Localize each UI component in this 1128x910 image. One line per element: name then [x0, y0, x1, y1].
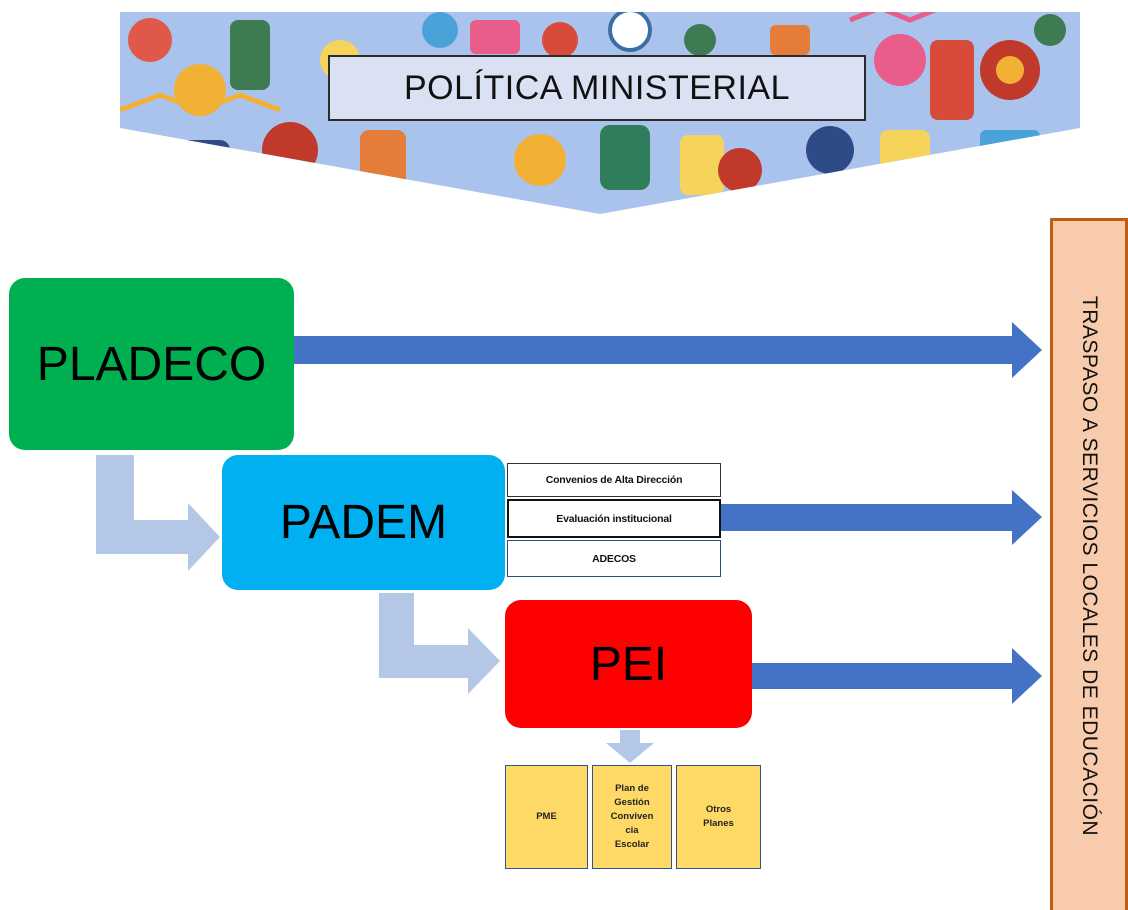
traspaso-label: TRASPASO A SERVICIOS LOCALES DE EDUCACIÓ…	[1078, 295, 1101, 836]
plan-convivencia: Plan de Gestión Conviven cia Escolar	[592, 765, 672, 869]
elbow-arrow-padem-pei	[379, 593, 500, 694]
elbow-arrow-pladeco-padem	[96, 455, 220, 571]
padem-item-convenios: Convenios de Alta Dirección	[507, 463, 721, 497]
pladeco-box: PLADECO	[9, 278, 294, 450]
padem-item-adecos: ADECOS	[507, 540, 721, 577]
padem-item-evaluacion: Evaluación institucional	[507, 499, 721, 538]
pei-box: PEI	[505, 600, 752, 728]
padem-box: PADEM	[222, 455, 505, 590]
padem-label: PADEM	[279, 496, 448, 549]
plan-otros: Otros Planes	[676, 765, 761, 869]
pei-label: PEI	[589, 637, 668, 691]
banner-title: POLÍTICA MINISTERIAL	[328, 55, 866, 121]
arrow-pei	[752, 648, 1042, 704]
traspaso-panel: TRASPASO A SERVICIOS LOCALES DE EDUCACIÓ…	[1050, 218, 1128, 910]
down-arrow-pei-plans	[606, 730, 654, 763]
arrow-padem	[721, 490, 1042, 545]
arrow-pladeco	[294, 322, 1042, 378]
plan-pme: PME	[505, 765, 588, 869]
pladeco-label: PLADECO	[36, 337, 267, 391]
